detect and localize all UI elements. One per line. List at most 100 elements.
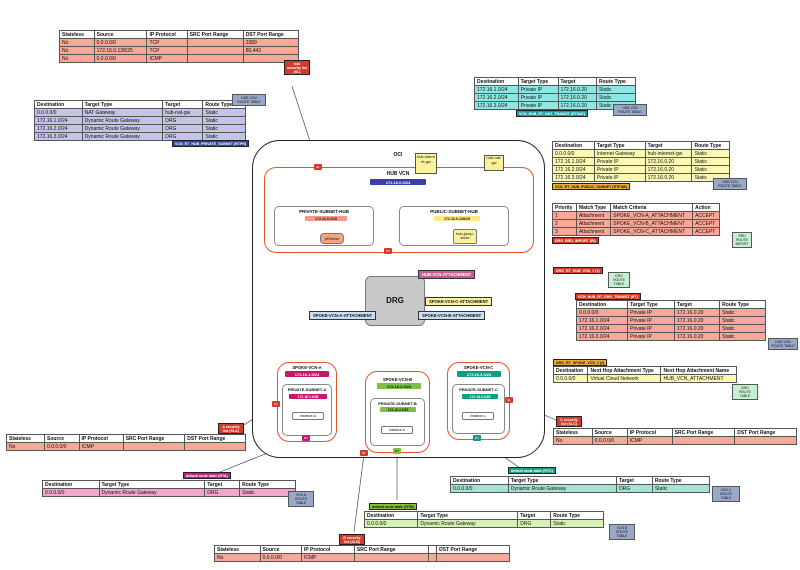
spoke-c-route-table-note: VCN C ROUTE TABLE bbox=[712, 486, 740, 502]
hub-internet-gateway[interactable]: hub-internet-gw bbox=[415, 153, 437, 174]
public-hub-route-table-note: HUB VCN ROUTE TABLE bbox=[713, 178, 747, 190]
col-header: Destination bbox=[450, 476, 509, 485]
table-cell: 0.0.0.0/0 bbox=[42, 488, 100, 497]
hub-nat-gateway[interactable]: hub-nat-gw bbox=[484, 155, 504, 171]
drg-spoke-route-table-name: DRG_RT_SPOKE_VCN_2 (2) bbox=[553, 359, 608, 366]
table-cell: ACCEPT bbox=[692, 227, 720, 236]
table-cell: 172.16.0.20 bbox=[644, 173, 693, 182]
spoke-c-sl-pin[interactable]: SL bbox=[505, 397, 513, 403]
spoke-c-cidr: 172.16.3.0/24 bbox=[457, 371, 501, 377]
spoke-c-attachment[interactable]: SPOKE-VCN-C-ATTACHMENT bbox=[425, 297, 493, 306]
hub-security-list-table: Stateless Source IP Protocol SRC Port Ra… bbox=[59, 30, 300, 63]
vcn-hub-rt-drg-note: HUB VCN ROUTE TABLE bbox=[768, 338, 798, 350]
col-header: SRC Port Range bbox=[671, 428, 736, 437]
col-header: Priority bbox=[552, 203, 577, 212]
instance-c[interactable]: instance-c bbox=[462, 412, 494, 420]
table-cell: hub-internet-gw bbox=[644, 149, 693, 158]
pfsense-instance[interactable]: pfSense bbox=[320, 233, 344, 244]
private-subnet-hub-cidr: 172.16.0.0/25 bbox=[305, 216, 347, 221]
instance-b[interactable]: instance-b bbox=[381, 426, 413, 434]
drg-hub-route-table-note: DRG ROUTE TABLE bbox=[608, 272, 630, 288]
table-cell: Virtual Cloud Network bbox=[587, 374, 662, 383]
spoke-c-rt-pin[interactable]: RT bbox=[473, 435, 481, 441]
table-cell: Static bbox=[202, 108, 246, 117]
table-cell: SPOKE_VCN-C_ATTACHMENT bbox=[610, 227, 694, 236]
table-cell: No bbox=[59, 46, 95, 55]
spoke-b-sl-pin[interactable]: SL bbox=[360, 450, 368, 456]
table-cell: SPOKE_VCN-A_ATTACHMENT bbox=[610, 211, 694, 220]
private-subnet-b-label: PRIVATE-SUBNET-B bbox=[378, 401, 417, 406]
drg-label: DRG bbox=[386, 296, 404, 305]
spoke-c-route-table-name: default route table (RTC) bbox=[508, 467, 556, 474]
table-header-row: Stateless Source IP Protocol SRC Port Ra… bbox=[5, 434, 246, 443]
table-cell bbox=[427, 553, 438, 562]
table-cell: Attachment bbox=[575, 211, 612, 220]
spoke-a-attachment[interactable]: SPOKE-VCN-A-ATTACHMENT bbox=[309, 311, 377, 320]
table-cell: TCP bbox=[146, 46, 188, 55]
table-cell bbox=[734, 436, 797, 445]
col-header: Next Hop Attachment Name bbox=[660, 366, 737, 375]
spoke-b-attachment[interactable]: SPOKE-VCN-B-ATTACHMENT bbox=[418, 311, 486, 320]
hub-jump-store-instance[interactable]: hub-jump-store bbox=[453, 229, 477, 244]
table-cell bbox=[186, 54, 244, 63]
col-header: Target bbox=[616, 476, 653, 485]
table-cell: Internet Gateway bbox=[593, 149, 646, 158]
private-subnet-b-cidr: 172.16.2.0/25 bbox=[380, 407, 416, 412]
table-header-row: Destination Target Type Target Route Typ… bbox=[552, 141, 730, 150]
table-header-row: Destination Target Type Target Route Typ… bbox=[34, 100, 246, 109]
table-row: No 172.16.0.128/25 TCP 80,443 bbox=[59, 46, 300, 55]
table-header-row: Stateless Source IP Protocol SRC Port Ra… bbox=[553, 428, 797, 437]
table-cell: Private IP bbox=[593, 157, 646, 166]
table-cell: No bbox=[59, 38, 95, 47]
table-cell: 172.16.2.0/24 bbox=[474, 93, 519, 102]
col-header: Stateless bbox=[59, 30, 95, 39]
hub-transit-route-table-note: HUB VCN ROUTE TABLE bbox=[613, 104, 647, 116]
spoke-b-security-list-table: Stateless Source IP Protocol SRC Port Ra… bbox=[214, 545, 510, 562]
private-hub-route-table-note: HUB VCN ROUTE TABLE bbox=[232, 94, 266, 106]
table-header-row: Destination Target Type Target Route Typ… bbox=[450, 476, 711, 485]
table-cell: 172.16.2.0/24 bbox=[34, 124, 83, 133]
hub-rt-pin[interactable]: RT bbox=[384, 248, 392, 254]
table-cell: 172.16.3.0/24 bbox=[34, 132, 83, 141]
drg-spoke-route-table-note: DRG ROUTE TABLE bbox=[732, 384, 758, 400]
spoke-a-route-table-note: VCN A ROUTE TABLE bbox=[288, 491, 314, 507]
table-cell: DRG bbox=[616, 484, 653, 493]
col-header: Route Type bbox=[651, 476, 711, 485]
col-header: Destination bbox=[42, 480, 100, 489]
table-cell: 172.16.0.20 bbox=[557, 85, 597, 94]
table-cell: No bbox=[59, 54, 95, 63]
table-cell: 172.16.0.20 bbox=[644, 157, 693, 166]
spoke-a-rt-pin[interactable]: RT bbox=[302, 435, 310, 441]
spoke-a-sl-pin[interactable]: SL bbox=[272, 401, 280, 407]
table-row: 0.0.0.0/0 Dynamic Route Gateway DRG Stat… bbox=[450, 484, 711, 493]
spoke-b-rt-pin[interactable]: RT bbox=[393, 448, 401, 454]
table-cell: Static bbox=[719, 332, 766, 341]
table-cell: Dynamic Route Gateway bbox=[98, 488, 206, 497]
table-row: 172.16.1.0/24 Dynamic Route Gateway DRG … bbox=[34, 116, 246, 125]
private-subnet-a-cidr: 172.16.1.0/25 bbox=[289, 394, 327, 399]
table-cell: 172.16.0.20 bbox=[644, 165, 693, 174]
table-cell: Static bbox=[691, 157, 730, 166]
col-header: Stateless bbox=[553, 428, 593, 437]
table-cell bbox=[186, 46, 244, 55]
table-cell: Attachment bbox=[575, 227, 612, 236]
private-subnet-c-label: PRIVATE-SUBNET-C bbox=[459, 387, 498, 392]
table-row: 172.16.2.0/24 Dynamic Route Gateway DRG … bbox=[34, 124, 246, 133]
table-row: 172.16.3.0/24 Private IP 172.16.0.20 Sta… bbox=[474, 101, 637, 110]
col-header: IP Protocol bbox=[300, 545, 355, 554]
spoke-c-route-table: Destination Target Type Target Route Typ… bbox=[450, 476, 711, 493]
hub-sl-pin[interactable]: SL bbox=[314, 164, 322, 170]
hub-vcn-attachment[interactable]: HUB-VCN-ATTACHMENT bbox=[418, 270, 476, 279]
table-cell: 172.16.0.20 bbox=[674, 316, 721, 325]
col-header: IP Protocol bbox=[78, 434, 124, 443]
col-header: Target bbox=[517, 511, 552, 520]
instance-a[interactable]: instance-a bbox=[292, 412, 324, 420]
table-row: 172.16.1.0/24 Private IP 172.16.0.20 Sta… bbox=[575, 316, 766, 325]
table-row: 172.16.2.0/24 Private IP 172.16.0.20 Sta… bbox=[575, 324, 766, 333]
private-subnet-a bbox=[282, 384, 332, 436]
col-header: Route Type bbox=[239, 480, 296, 489]
table-cell: 3 bbox=[552, 227, 577, 236]
spoke-b-security-list-tag: B security list (SLB) bbox=[339, 534, 365, 545]
spoke-b-label: SPOKE-VCN-B bbox=[382, 377, 413, 382]
col-header bbox=[427, 545, 438, 554]
